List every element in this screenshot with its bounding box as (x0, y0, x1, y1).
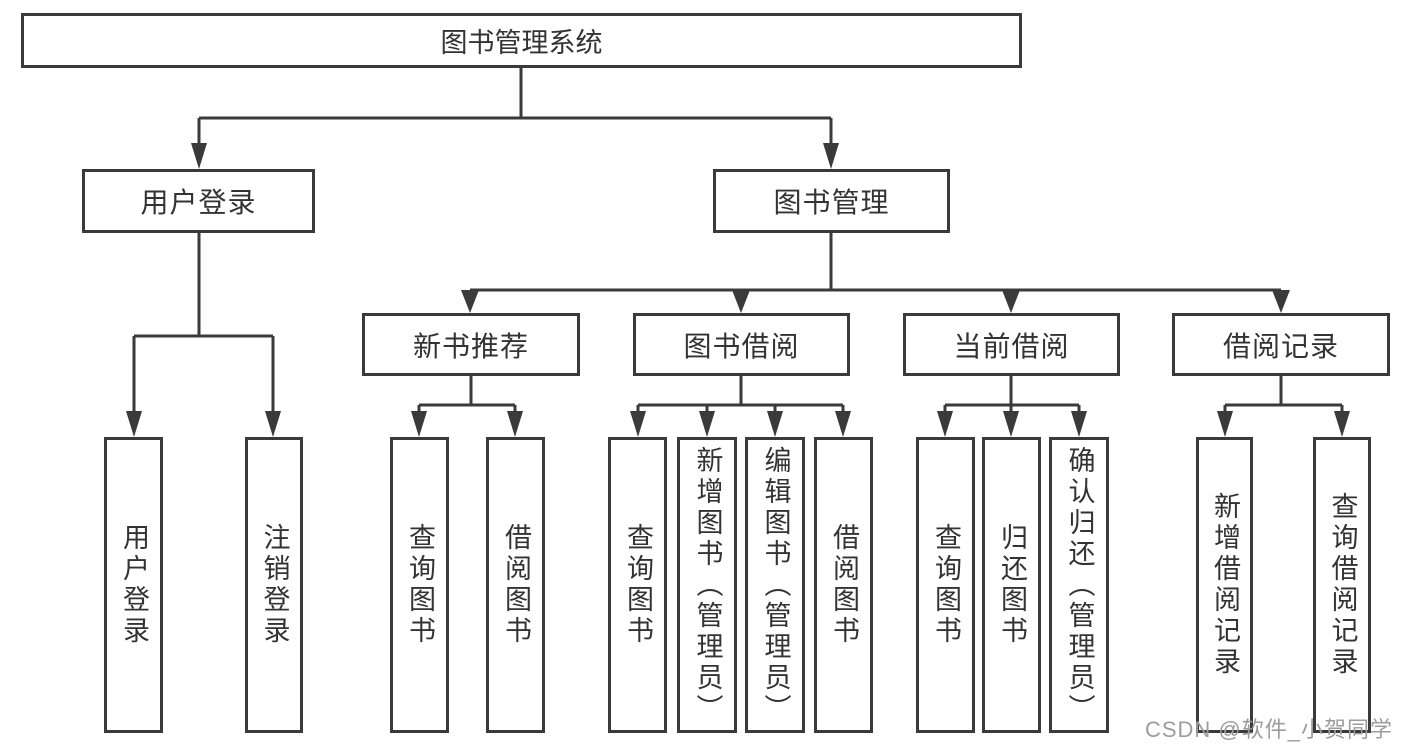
arrow-icon (1071, 411, 1087, 437)
edge-book-borrowing-trunk (636, 376, 845, 414)
leaf-query-borrow-record: 查询借阅记录 (1313, 437, 1371, 733)
edge-current-borrowing-trunk (943, 376, 1081, 414)
leaf-borrow-books-recommend: 借阅图书 (486, 437, 545, 733)
arrow-icon (1334, 411, 1350, 437)
arrow-icon (767, 411, 783, 437)
leaf-add-borrow-record: 新增借阅记录 (1196, 437, 1253, 733)
arrow-icon (191, 143, 207, 169)
node-borrowing-records: 借阅记录 (1172, 313, 1390, 376)
arrow-icon (630, 411, 646, 437)
node-current-borrowing: 当前借阅 (903, 313, 1120, 376)
leaf-confirm-return-admin: 确认归还（管理员） (1049, 437, 1109, 733)
arrow-icon (835, 411, 851, 437)
arrow-icon (507, 411, 523, 437)
arrow-icon (1003, 411, 1019, 437)
leaf-logout: 注销登录 (245, 437, 303, 733)
arrowheads (126, 143, 1350, 437)
leaf-return-books: 归还图书 (982, 437, 1041, 733)
node-user-login: 用户登录 (82, 169, 315, 233)
leaf-edit-books-admin: 编辑图书（管理员） (745, 437, 805, 733)
leaf-query-books-current: 查询图书 (916, 437, 975, 733)
arrow-icon (823, 143, 839, 169)
arrow-icon (699, 411, 715, 437)
arrow-icon (126, 411, 142, 437)
leaf-user-login: 用户登录 (104, 437, 163, 733)
edge-user-login-trunk (132, 233, 275, 414)
arrow-icon (411, 411, 427, 437)
arrow-icon (265, 411, 281, 437)
leaf-query-books-recommend: 查询图书 (390, 437, 449, 733)
arrow-icon (1002, 290, 1020, 313)
edge-book-management-trunk (470, 233, 1281, 292)
edge-new-book-recommend-trunk (417, 376, 517, 414)
arrow-icon (1217, 411, 1233, 437)
edge-root-trunk (197, 68, 833, 146)
arrow-icon (732, 290, 750, 313)
watermark: CSDN @软件_小贺同学 (1144, 717, 1393, 742)
leaf-add-books-admin: 新增图书（管理员） (677, 437, 737, 733)
node-book-management: 图书管理 (713, 169, 950, 233)
leaf-query-books-borrowing: 查询图书 (608, 437, 667, 733)
node-book-borrowing: 图书借阅 (633, 313, 850, 376)
edge-borrowing-records-trunk (1223, 376, 1344, 414)
leaf-borrow-books: 借阅图书 (814, 437, 873, 733)
arrow-icon (1272, 290, 1290, 313)
arrow-icon (937, 411, 953, 437)
arrow-icon (461, 290, 479, 313)
node-new-book-recommend: 新书推荐 (362, 313, 580, 376)
node-root: 图书管理系统 (21, 13, 1022, 68)
